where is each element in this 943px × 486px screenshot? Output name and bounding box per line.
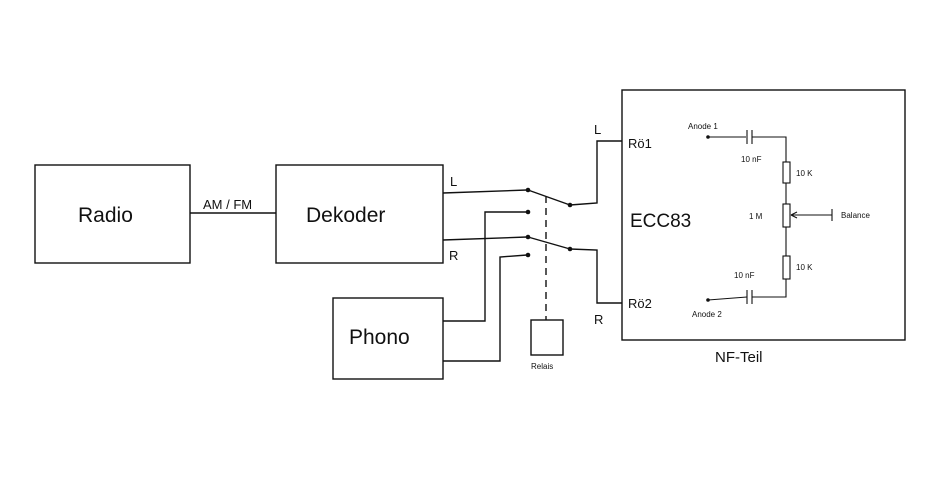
res-bottom-label: 10 K	[796, 263, 813, 272]
input-wiring	[442, 189, 528, 362]
roe1-label: Rö1	[628, 136, 652, 151]
switch-contact-phono-right	[525, 252, 531, 258]
pot-label: 1 M	[749, 212, 763, 221]
potentiometer	[782, 203, 791, 228]
am-fm-link: AM / FM	[190, 197, 276, 214]
dekoder-left-label: L	[450, 174, 457, 189]
resistor-bottom	[782, 255, 791, 280]
dekoder-right-label: R	[449, 248, 458, 263]
cap-bottom-label: 10 nF	[734, 271, 755, 280]
res-top-label: 10 K	[796, 169, 813, 178]
cap-top-label: 10 nF	[741, 155, 762, 164]
relais-label: Relais	[531, 362, 553, 371]
roe2-label: Rö2	[628, 296, 652, 311]
input-left-label: L	[594, 122, 601, 137]
switch-blade-left	[527, 189, 571, 206]
balance-label: Balance	[841, 211, 870, 220]
resistor-top	[782, 161, 791, 184]
nf-teil-label: NF-Teil	[715, 349, 763, 366]
input-right-label: R	[594, 312, 603, 327]
radio-label: Radio	[78, 204, 133, 227]
relay-switch	[525, 187, 573, 320]
dekoder-label: Dekoder	[306, 204, 385, 227]
relais-block: Relais	[530, 319, 564, 371]
tube-label: ECC83	[630, 211, 691, 232]
switch-contact-phono-left	[525, 209, 531, 215]
phono-block: Phono	[332, 297, 444, 380]
am-fm-label: AM / FM	[203, 197, 252, 212]
radio-block: Radio	[34, 164, 191, 264]
dekoder-block: Dekoder L R	[275, 164, 458, 264]
nf-teil-block: Rö1 Rö2 ECC83 NF-Teil Anode 1 10 nF 10 K…	[621, 89, 906, 366]
anode2-label: Anode 2	[692, 310, 722, 319]
output-wiring: L R	[569, 122, 622, 327]
anode1-label: Anode 1	[688, 122, 718, 131]
switch-blade-right	[527, 236, 571, 250]
phono-label: Phono	[349, 326, 410, 349]
